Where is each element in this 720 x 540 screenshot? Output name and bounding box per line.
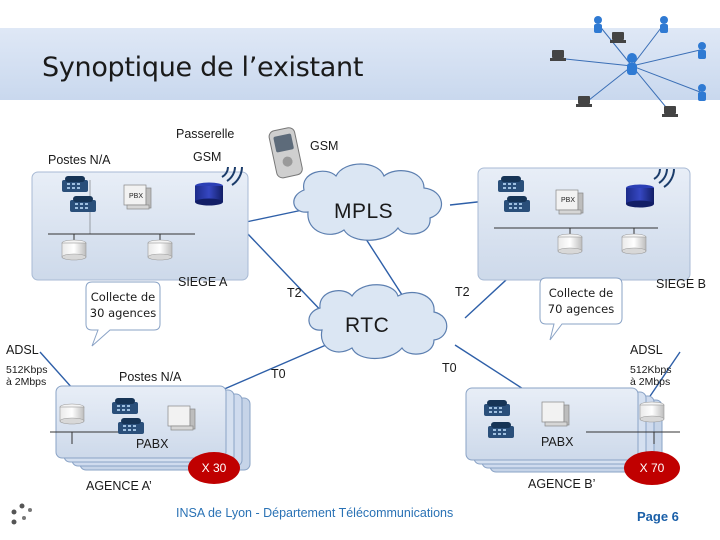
- label-siege-b: SIEGE B: [656, 277, 707, 291]
- badge-x70-text: X 70: [639, 461, 665, 475]
- label-speed-right-2: à 2Mbps: [630, 376, 671, 388]
- people-network-icon: [555, 23, 701, 113]
- callout-line: Collecte de: [90, 290, 156, 304]
- database-icon: [195, 182, 223, 206]
- label-agence-a: AGENCE A’: [86, 479, 152, 493]
- label-t0-right: T0: [442, 361, 457, 375]
- callout-collecte-70: [539, 277, 623, 341]
- phone-icon: [488, 422, 514, 438]
- insa-logo: [11, 503, 32, 525]
- mobile-phone-icon: [268, 127, 303, 179]
- phone-icon: [62, 176, 88, 192]
- header-band: [0, 28, 720, 100]
- rtc-cloud: [308, 284, 448, 359]
- callout-line: 30 agences: [89, 305, 157, 320]
- laptop-nodes: [550, 32, 678, 117]
- label-speed-left-2: à 2Mbps: [6, 376, 47, 388]
- callout-collecte-70-text: Collecte de 70 agences: [540, 286, 622, 317]
- pbx-icon: [541, 401, 570, 427]
- server-icon: [621, 233, 647, 255]
- label-postes-top: Postes N/A: [48, 153, 111, 167]
- label-agence-b: AGENCE B’: [528, 477, 596, 491]
- footer-department: INSA de Lyon - Département Télécommunica…: [176, 506, 454, 520]
- server-icon: [557, 233, 583, 255]
- phone-icon: [118, 418, 144, 434]
- callout-collecte-30: [85, 281, 161, 347]
- server-icon: [59, 403, 85, 425]
- pbx-tag-b: PBX: [561, 197, 576, 204]
- agence-a-stack: [50, 385, 251, 471]
- callout-line: 70 agences: [547, 301, 615, 316]
- page-title: Synoptique de l’existant: [42, 52, 364, 83]
- label-siege-a: SIEGE A: [178, 275, 228, 289]
- phone-icon: [498, 176, 524, 192]
- insa-logo-text: INSA: [40, 508, 76, 525]
- label-speed-right-1: 512Kbps: [630, 364, 672, 376]
- label-speed-left-1: 512Kbps: [6, 364, 48, 376]
- callout-line: Collecte de: [548, 286, 614, 300]
- pbx-tag-a: PBX: [129, 193, 144, 200]
- label-adsl-left: ADSL: [6, 343, 39, 357]
- label-rtc: RTC: [345, 314, 390, 337]
- label-adsl-right: ADSL: [630, 343, 663, 357]
- label-gsm-phone: GSM: [310, 139, 339, 153]
- label-t0-left: T0: [271, 367, 286, 381]
- label-pabx-right: PABX: [541, 435, 574, 449]
- server-icon: [639, 401, 665, 423]
- mpls-cloud: [293, 163, 442, 241]
- people-nodes: [594, 16, 706, 101]
- phone-icon: [504, 196, 530, 212]
- label-t2-right: T2: [455, 285, 470, 299]
- label-mpls: MPLS: [334, 200, 394, 223]
- phone-icon: [112, 398, 138, 414]
- badge-x30-text: X 30: [201, 461, 227, 475]
- page-number: Page 6: [637, 509, 679, 524]
- phone-icon: [70, 196, 96, 212]
- pbx-icon: [167, 405, 196, 431]
- database-icon: [626, 184, 654, 208]
- label-passerelle: Passerelle: [176, 127, 235, 141]
- badge-x30: [188, 452, 240, 484]
- label-gsm-left: GSM: [193, 150, 222, 164]
- callout-collecte-30-text: Collecte de 30 agences: [86, 290, 160, 321]
- label-postes-bottom: Postes N/A: [119, 370, 182, 384]
- server-icon: [61, 239, 87, 261]
- badge-x70: [624, 451, 680, 485]
- label-t2-left: T2: [287, 286, 302, 300]
- phone-icon: [484, 400, 510, 416]
- server-icon: [147, 239, 173, 261]
- label-pabx-left: PABX: [136, 437, 169, 451]
